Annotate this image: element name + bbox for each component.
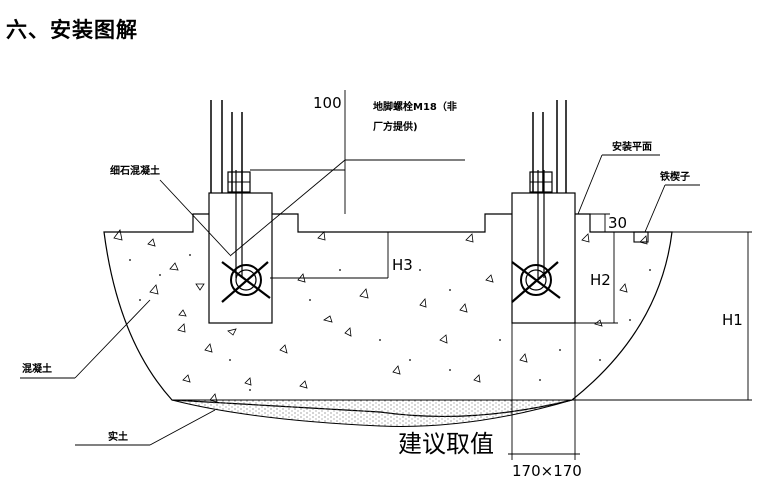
dim-30-label: 30 <box>608 214 627 232</box>
dim-h3-label: H3 <box>392 256 413 274</box>
right-anchor-assembly <box>511 100 576 324</box>
iron-wedge-label: 铁楔子 <box>660 170 690 183</box>
dimension-lines <box>250 90 752 460</box>
concrete-label: 混凝土 <box>22 362 52 375</box>
fine-concrete-label: 细石混凝土 <box>110 164 160 177</box>
bottom-dim-label: 170×170 <box>512 462 582 477</box>
install-plane-label: 安装平面 <box>612 140 652 153</box>
anchor-bolt-label: 地脚螺栓M18（非 <box>373 100 457 113</box>
dim-100-label: 100 <box>313 94 342 112</box>
anchor-bolt-label-2: 厂方提供) <box>373 120 418 133</box>
leader-lines <box>20 154 700 446</box>
concrete-aggregate <box>113 229 648 403</box>
section-title: 六、安装图解 <box>6 18 138 42</box>
recommended-value-label: 建议取值 <box>398 430 494 458</box>
dim-h1-label: H1 <box>722 311 743 329</box>
compacted-soil-layer <box>171 399 573 427</box>
left-anchor-assembly <box>208 100 273 324</box>
compacted-soil-label: 实土 <box>108 430 128 443</box>
dim-h2-label: H2 <box>590 271 611 289</box>
